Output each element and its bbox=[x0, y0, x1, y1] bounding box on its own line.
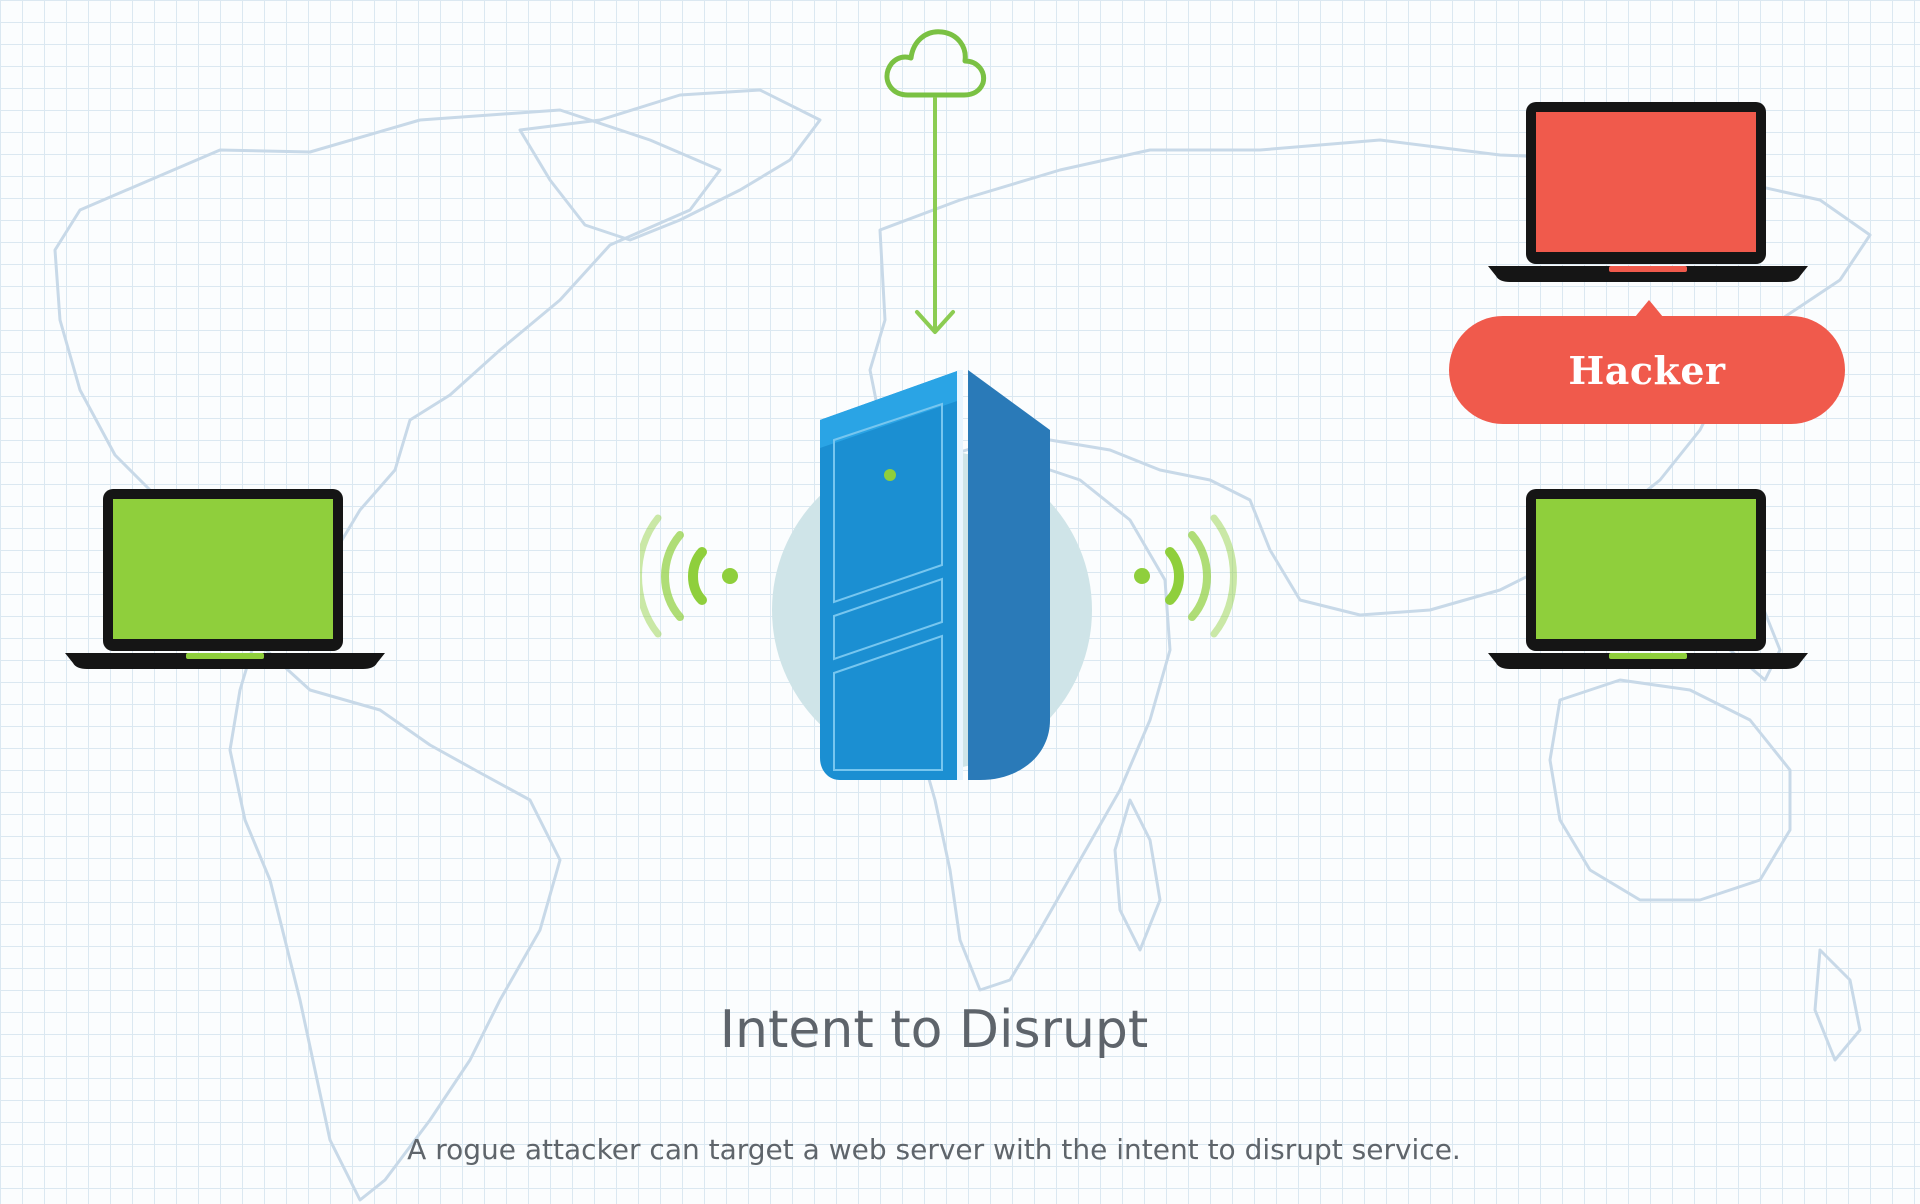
wifi-signal-icon bbox=[640, 514, 738, 638]
wifi-signal-icon bbox=[1134, 514, 1237, 638]
diagram-caption: A rogue attacker can target a web server… bbox=[407, 1133, 1461, 1166]
diagram-title: Intent to Disrupt bbox=[719, 1000, 1149, 1060]
cloud-icon bbox=[884, 29, 987, 334]
hacker-label: Hacker bbox=[1449, 300, 1845, 424]
laptop-icon bbox=[1488, 102, 1808, 282]
laptop-icon bbox=[1488, 489, 1808, 669]
laptop-icon bbox=[65, 489, 385, 669]
server-icon bbox=[640, 370, 1237, 780]
